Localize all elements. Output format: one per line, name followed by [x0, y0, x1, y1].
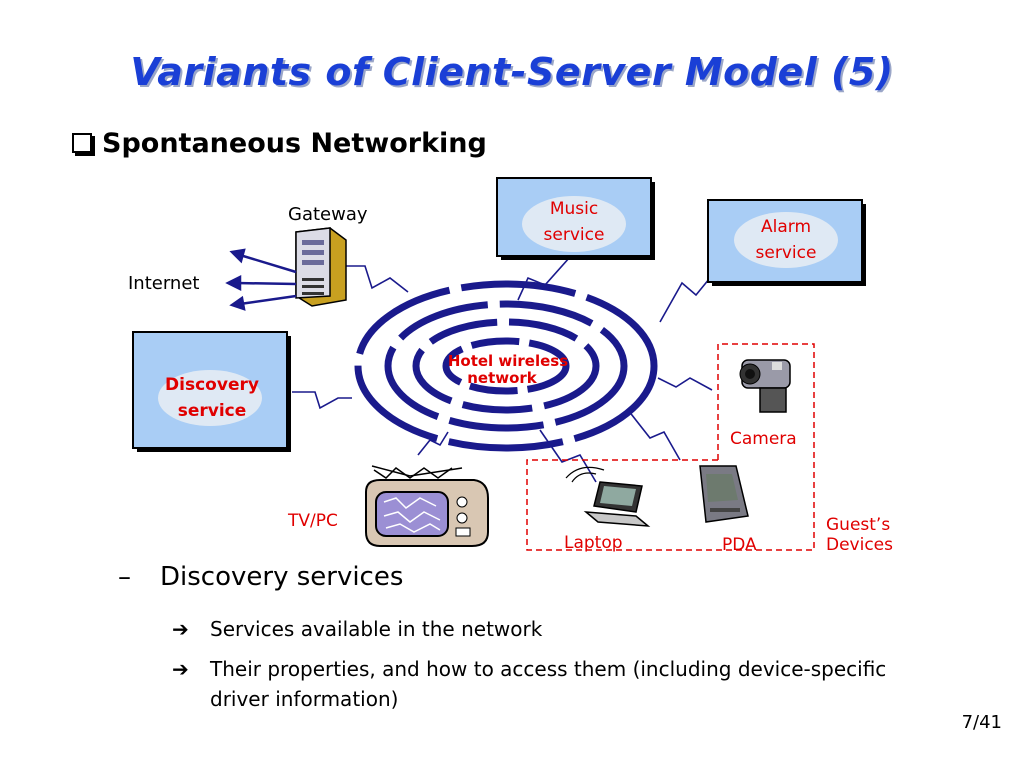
link-music — [517, 247, 579, 301]
camera-icon — [739, 359, 791, 413]
bullet-discovery-services: –Discovery services — [118, 562, 403, 592]
link-camera — [657, 377, 713, 391]
discovery-service-line2: service — [178, 401, 247, 421]
link-discovery — [292, 391, 352, 410]
wireless-network-rings — [354, 280, 658, 452]
tvpc-label: TV/PC — [287, 511, 338, 531]
section-heading: Spontaneous Networking — [72, 128, 487, 159]
dash-bullet: – — [118, 562, 131, 592]
link-tv — [417, 431, 449, 456]
internet-arrows — [225, 248, 297, 311]
link-laptop — [539, 429, 597, 483]
guests-devices-line1: Guest’s — [826, 515, 890, 535]
internet-label: Internet — [128, 273, 199, 294]
center-label-line1: Hotel wireless — [448, 352, 568, 370]
gateway-server-icon — [295, 227, 347, 307]
center-label-line2: network — [467, 369, 538, 387]
guest-devices-region — [526, 343, 815, 551]
alarm-service-line2: service — [756, 243, 817, 263]
checkbox-bullet-icon — [72, 133, 92, 153]
wireless-links — [292, 247, 724, 483]
alarm-service-line1: Alarm — [761, 217, 811, 237]
pda-label: PDA — [722, 535, 757, 555]
laptop-icon — [565, 466, 651, 527]
arrow-right-icon: ➔ — [172, 657, 189, 681]
slide-title: Variants of Client-Server Model (5) — [130, 50, 894, 94]
bullet-discovery-text: Discovery services — [160, 562, 404, 592]
tv-pc-icon — [365, 465, 489, 547]
sub-bullet: ➔ Their properties, and how to access th… — [172, 654, 932, 714]
section-heading-text: Spontaneous Networking — [102, 128, 487, 159]
discovery-service-line1: Discovery — [165, 375, 259, 395]
arrow-right-icon: ➔ — [172, 617, 189, 641]
music-service-line1: Music — [550, 199, 598, 219]
laptop-label: Laptop — [564, 533, 623, 553]
guests-devices-line2: Devices — [826, 535, 893, 555]
music-service-box — [496, 177, 655, 260]
camera-label: Camera — [730, 429, 797, 449]
sub-bullet-text: Their properties, and how to access them… — [210, 657, 887, 711]
sub-bullet: ➔ Services available in the network — [172, 614, 932, 644]
link-pda — [627, 409, 681, 461]
alarm-service-box — [707, 199, 866, 286]
discovery-service-box — [132, 331, 291, 452]
pda-icon — [699, 465, 749, 523]
gateway-label: Gateway — [288, 204, 368, 225]
music-service-line2: service — [544, 225, 605, 245]
sub-bullet-text: Services available in the network — [210, 617, 543, 641]
link-gateway — [342, 265, 409, 293]
page-number: 7/41 — [961, 712, 1002, 733]
